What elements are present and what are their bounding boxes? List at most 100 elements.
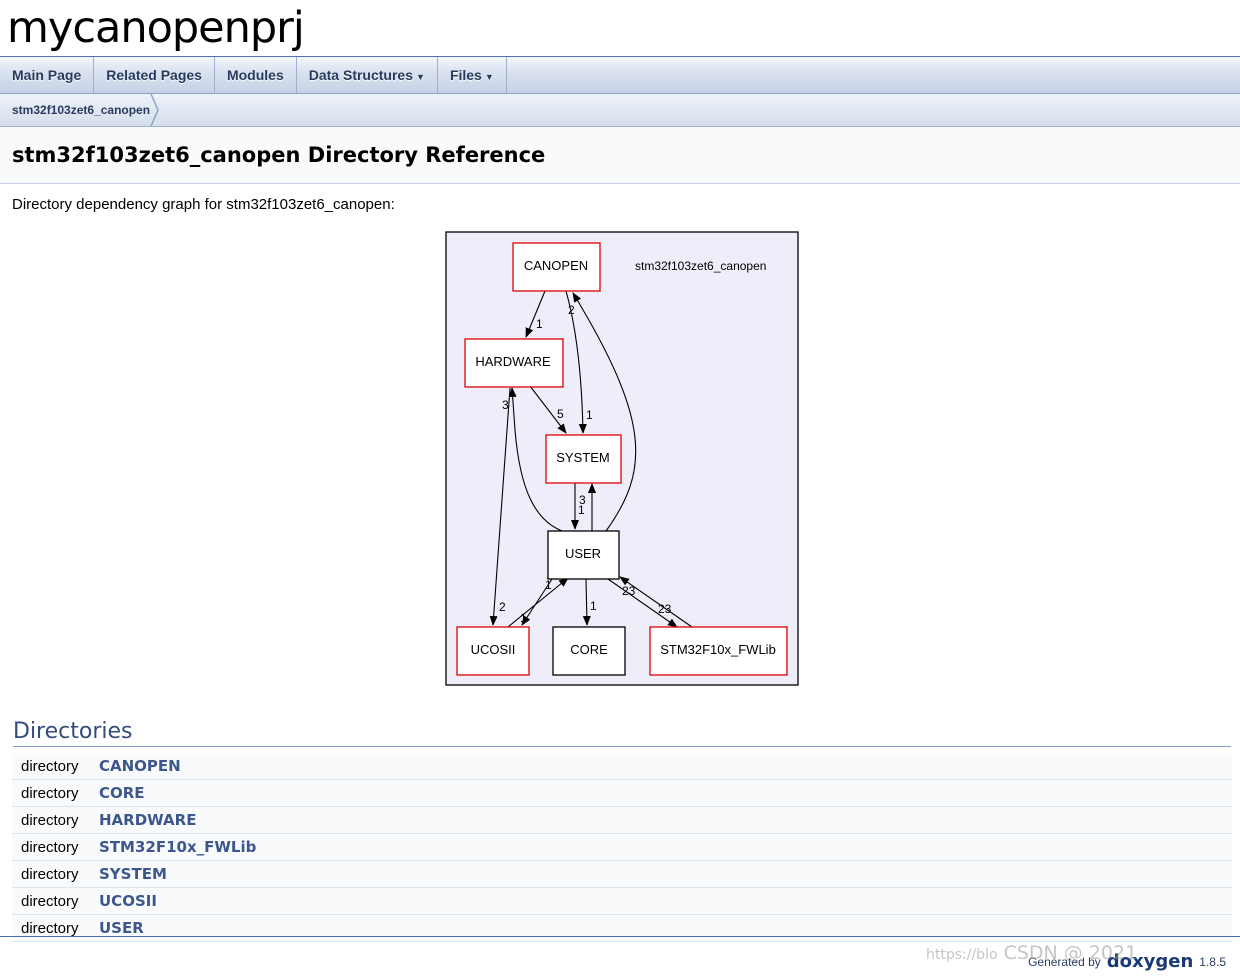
tab-modules[interactable]: Modules	[215, 57, 297, 93]
edge-canopen-system	[565, 290, 587, 434]
breadcrumb-separator-icon	[150, 94, 159, 126]
row-name-cell: UCOSII	[98, 887, 1232, 915]
table-row: directory UCOSII	[12, 887, 1232, 915]
table-row: directory CANOPEN	[12, 753, 1232, 780]
row-name-cell: STM32F10x_FWLib	[98, 833, 1232, 861]
table-row: directory USER	[12, 914, 1232, 942]
cluster-box	[445, 231, 799, 686]
node-label: SYSTEM	[556, 450, 609, 465]
row-kind: directory	[12, 833, 98, 861]
row-kind: directory	[12, 753, 98, 780]
node-core[interactable]	[552, 626, 626, 676]
edge-hardware-ucosii	[489, 387, 511, 626]
table-row: directory HARDWARE	[12, 806, 1232, 834]
edge-label: 1	[545, 578, 552, 592]
directories-table: directory CANOPEN directory CORE directo…	[12, 753, 1232, 942]
cluster-label: stm32f103zet6_canopen	[635, 259, 766, 273]
breadcrumb: stm32f103zet6_canopen	[0, 94, 1240, 127]
directory-dependency-graph: stm32f103zet6_canopen 1 2 1 5 3 3 1 2 1 …	[445, 231, 799, 686]
node-label: HARDWARE	[475, 354, 551, 369]
node-fwlib[interactable]	[649, 626, 788, 676]
generated-by-text: Generated by	[1028, 954, 1101, 969]
directory-link-hardware[interactable]: HARDWARE	[99, 811, 197, 829]
edge-user-core	[582, 578, 591, 626]
edge-label: 2	[499, 600, 506, 614]
doxygen-version: 1.8.5	[1199, 954, 1226, 969]
row-kind: directory	[12, 806, 98, 834]
edge-label: 1	[590, 599, 597, 613]
row-name-cell: CORE	[98, 779, 1232, 807]
tab-label: Files	[449, 67, 482, 83]
breadcrumb-item[interactable]: stm32f103zet6_canopen	[0, 94, 164, 126]
tab-related-pages[interactable]: Related Pages	[94, 57, 215, 93]
edge-user-fwlib	[607, 578, 678, 628]
edge-label: 1	[578, 503, 585, 517]
footer: Generated by doxygen 1.8.5	[1028, 951, 1226, 972]
row-kind: directory	[12, 887, 98, 915]
table-row: directory STM32F10x_FWLib	[12, 833, 1232, 861]
project-name: mycanopenprj	[7, 3, 305, 53]
tab-files[interactable]: Files▼	[438, 57, 507, 93]
footer-divider	[0, 936, 1240, 937]
watermark-text: CSDN @	[1003, 942, 1083, 964]
tab-data-structures[interactable]: Data Structures▼	[297, 57, 438, 93]
directory-link-user[interactable]: USER	[99, 919, 144, 937]
node-system[interactable]	[545, 434, 622, 484]
row-name-cell: HARDWARE	[98, 806, 1232, 834]
row-kind: directory	[12, 860, 98, 888]
main-navbar: Main Page Related Pages Modules Data Str…	[0, 57, 1240, 94]
edge-label: 1	[586, 408, 593, 422]
edge-canopen-hardware	[525, 290, 546, 338]
edge-label: 23	[658, 602, 672, 616]
watermark: https://blo CSDN @ 2021	[926, 942, 1137, 964]
edge-ucosii-user	[507, 577, 569, 628]
watermark-suffix: 2021	[1088, 942, 1138, 964]
tab-label: Data Structures	[308, 67, 414, 83]
tab-label: Related Pages	[106, 67, 202, 83]
edge-fwlib-user	[619, 576, 693, 628]
directory-link-canopen[interactable]: CANOPEN	[99, 757, 181, 775]
edge-user-canopen	[572, 292, 637, 532]
node-label: CANOPEN	[524, 258, 588, 273]
node-canopen[interactable]	[512, 242, 601, 292]
directory-link-core[interactable]: CORE	[99, 784, 145, 802]
tab-label: Modules	[226, 67, 284, 83]
row-name-cell: SYSTEM	[98, 860, 1232, 888]
directory-link-system[interactable]: SYSTEM	[99, 865, 167, 883]
directory-link-ucosii[interactable]: UCOSII	[99, 892, 157, 910]
doxygen-logo[interactable]: doxygen	[1106, 951, 1194, 972]
edge-user-hardware	[508, 387, 563, 532]
edge-label: 1	[536, 317, 543, 331]
page-header: stm32f103zet6_canopen Directory Referenc…	[0, 127, 1240, 184]
edge-label: 23	[622, 584, 636, 598]
node-user[interactable]	[547, 530, 620, 580]
row-name-cell: USER	[98, 914, 1232, 942]
title-area: mycanopenprj	[0, 0, 1240, 57]
edge-hardware-system	[529, 385, 567, 434]
node-label: STM32F10x_FWLib	[660, 642, 776, 657]
node-label: USER	[565, 546, 601, 561]
table-row: directory CORE	[12, 779, 1232, 807]
table-row: directory SYSTEM	[12, 860, 1232, 888]
tab-main-page[interactable]: Main Page	[0, 57, 95, 93]
dropdown-arrow-icon: ▼	[484, 72, 494, 82]
directory-link-fwlib[interactable]: STM32F10x_FWLib	[99, 838, 257, 856]
row-kind: directory	[12, 914, 98, 942]
edge-label: 1	[520, 611, 527, 625]
node-ucosii[interactable]	[456, 626, 530, 676]
row-kind: directory	[12, 779, 98, 807]
watermark-url: https://blo	[926, 947, 998, 963]
edge-label: 3	[502, 398, 509, 412]
page-title: stm32f103zet6_canopen Directory Referenc…	[12, 143, 546, 167]
node-label: CORE	[570, 642, 608, 657]
tab-label: Main Page	[12, 67, 82, 83]
edge-user-ucosii	[521, 578, 553, 626]
node-hardware[interactable]	[464, 338, 564, 388]
row-name-cell: CANOPEN	[98, 753, 1232, 780]
edge-label: 3	[579, 493, 586, 507]
dropdown-arrow-icon: ▼	[416, 72, 425, 82]
edge-label: 2	[568, 303, 575, 317]
breadcrumb-label: stm32f103zet6_canopen	[12, 103, 151, 117]
edge-label: 5	[557, 407, 564, 421]
graph-caption: Directory dependency graph for stm32f103…	[12, 196, 395, 213]
